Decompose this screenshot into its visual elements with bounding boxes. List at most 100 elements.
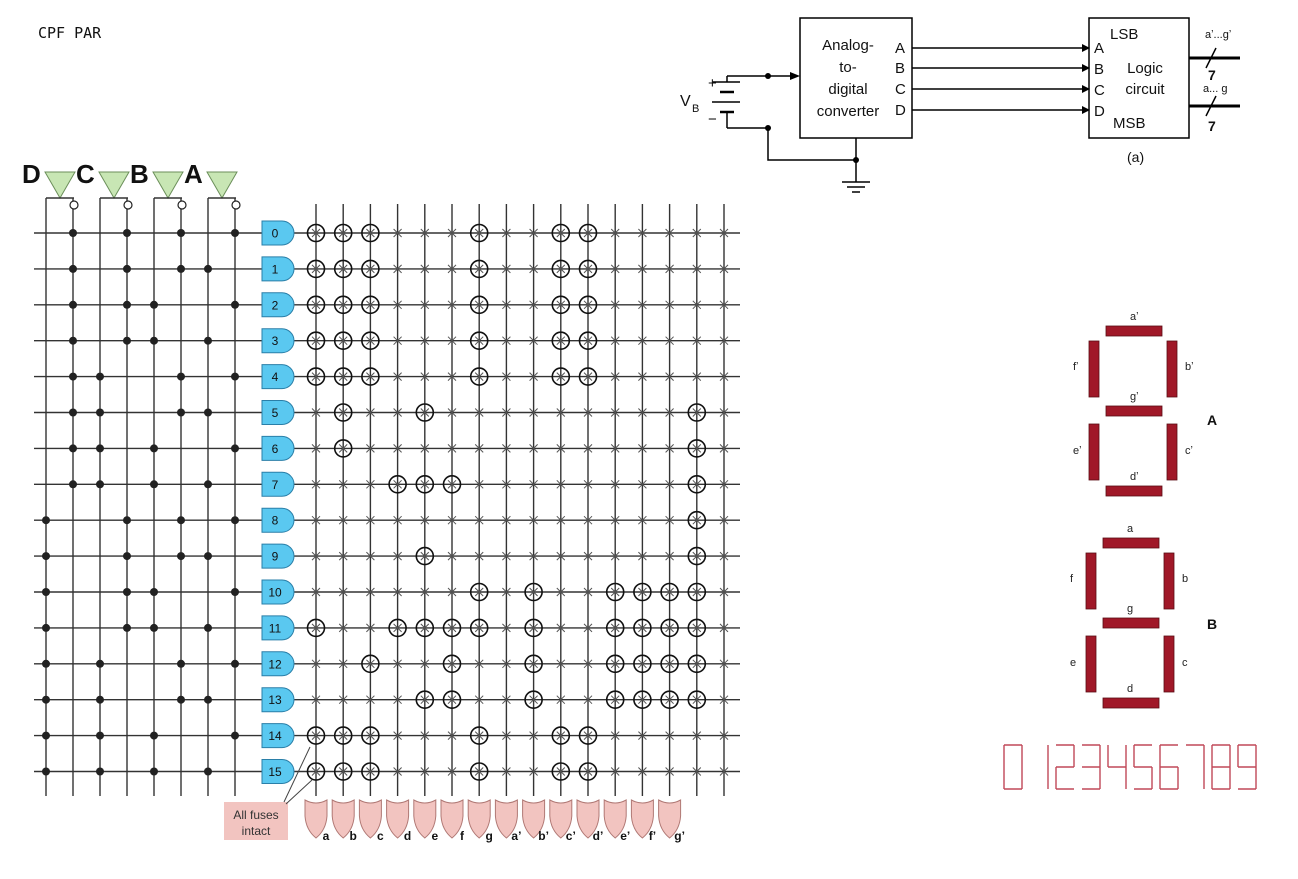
connection-dot bbox=[204, 408, 212, 417]
fuse-mark bbox=[638, 372, 647, 381]
fuse-mark bbox=[311, 300, 321, 310]
fuse-mark bbox=[420, 587, 430, 597]
and-gate bbox=[261, 400, 295, 425]
digit-glyph: 8 bbox=[1211, 744, 1231, 790]
and-gate bbox=[261, 507, 295, 533]
segment-d bbox=[1102, 697, 1160, 709]
fuse-mark bbox=[556, 372, 566, 381]
or-gate bbox=[576, 799, 600, 839]
fuse-mark bbox=[393, 336, 402, 346]
fuse-mark bbox=[338, 587, 348, 597]
fuse-mark bbox=[665, 515, 674, 525]
connection-dot bbox=[231, 588, 239, 596]
segment-g bbox=[1105, 405, 1163, 417]
fuse-mark bbox=[311, 408, 321, 417]
and-gate bbox=[261, 759, 295, 784]
kept-fuse-circle bbox=[551, 762, 571, 781]
fuse-mark bbox=[610, 444, 620, 453]
fuse-mark bbox=[665, 479, 674, 489]
kept-fuse-circle bbox=[633, 654, 652, 674]
fuse-mark bbox=[502, 228, 511, 238]
svg-text:C: C bbox=[895, 81, 906, 98]
output-label: d bbox=[404, 829, 411, 843]
fuse-mark bbox=[447, 408, 457, 417]
fuse-mark bbox=[393, 551, 402, 561]
digit-glyph: 7 bbox=[1186, 744, 1205, 789]
segment-a bbox=[1102, 537, 1160, 549]
product-term-label: 3 bbox=[272, 334, 279, 348]
fuse-mark bbox=[529, 264, 538, 274]
fuse-mark bbox=[338, 444, 348, 453]
kept-fuse-circle bbox=[660, 618, 679, 638]
kept-fuse-circle bbox=[333, 223, 353, 243]
kept-fuse-circle bbox=[687, 474, 707, 494]
fuse-mark bbox=[502, 551, 511, 561]
kept-fuse-circle bbox=[687, 510, 707, 530]
fuse-mark bbox=[420, 479, 430, 489]
kept-fuse-circle bbox=[333, 762, 353, 781]
fuse-mark bbox=[474, 551, 484, 561]
fuse-mark bbox=[502, 731, 511, 740]
fuse-mark bbox=[393, 479, 402, 489]
fuse-mark bbox=[338, 300, 348, 310]
fuse-mark bbox=[719, 300, 729, 310]
digit-glyph: 0 bbox=[1003, 744, 1023, 790]
kept-fuse-circle bbox=[415, 618, 435, 638]
fuse-mark bbox=[311, 444, 321, 453]
fuse-mark bbox=[583, 551, 593, 561]
fuse-mark bbox=[393, 515, 402, 525]
fuse-mark bbox=[583, 228, 593, 238]
fuse-mark bbox=[393, 623, 402, 633]
or-gate bbox=[658, 799, 682, 839]
digit-glyph: 9 bbox=[1237, 744, 1257, 790]
bus-top-width: 7 bbox=[1208, 67, 1216, 83]
output-label: aʼ bbox=[511, 829, 521, 843]
kept-fuse-circle bbox=[578, 726, 598, 745]
fuse-mark bbox=[583, 408, 593, 417]
fuse-mark bbox=[338, 695, 348, 705]
kept-fuse-circle bbox=[361, 259, 380, 279]
digit-glyph: 5 bbox=[1133, 744, 1153, 790]
fuse-mark bbox=[692, 587, 702, 597]
fuse-mark bbox=[420, 300, 430, 310]
fuse-mark bbox=[692, 408, 702, 417]
kept-fuse-circle bbox=[469, 295, 489, 315]
kept-fuse-circle bbox=[361, 367, 380, 386]
fuse-mark bbox=[338, 264, 348, 274]
svg-text:B: B bbox=[895, 60, 905, 77]
fuse-mark bbox=[311, 551, 321, 561]
connection-dot bbox=[96, 695, 104, 704]
product-term-label: 6 bbox=[272, 442, 279, 456]
fuse-mark bbox=[665, 408, 674, 417]
kept-fuse-circle bbox=[415, 690, 435, 710]
fuse-mark bbox=[529, 551, 538, 561]
fuse-mark bbox=[474, 372, 484, 381]
adc-title: Analog- to- digital converter bbox=[817, 37, 880, 120]
fuse-mark bbox=[447, 587, 457, 597]
connection-dot bbox=[123, 588, 131, 596]
output-label: gʼ bbox=[674, 829, 685, 843]
kept-fuse-circle bbox=[442, 618, 462, 638]
fuse-mark bbox=[338, 336, 348, 346]
kept-fuse-circle bbox=[333, 331, 353, 351]
connection-dot bbox=[150, 731, 158, 740]
kept-fuse-circle bbox=[578, 367, 598, 386]
fuse-mark bbox=[638, 731, 647, 740]
fuse-mark bbox=[556, 515, 566, 525]
fuse-mark bbox=[474, 228, 484, 238]
fuse-mark bbox=[719, 515, 729, 525]
fuse-mark bbox=[366, 336, 375, 346]
fuse-mark bbox=[529, 479, 538, 489]
fuse-mark bbox=[311, 372, 321, 381]
msb-label: MSB bbox=[1113, 115, 1146, 132]
fuse-mark bbox=[665, 623, 674, 633]
fuse-mark bbox=[583, 659, 593, 669]
connection-dot bbox=[177, 516, 185, 525]
connection-dot bbox=[69, 264, 77, 273]
fuse-mark bbox=[638, 695, 647, 705]
fuse-mark bbox=[556, 659, 566, 669]
fuse-mark bbox=[692, 444, 702, 453]
connection-dot bbox=[177, 264, 185, 273]
fuse-mark bbox=[474, 300, 484, 310]
kept-fuse-circle bbox=[687, 618, 707, 638]
